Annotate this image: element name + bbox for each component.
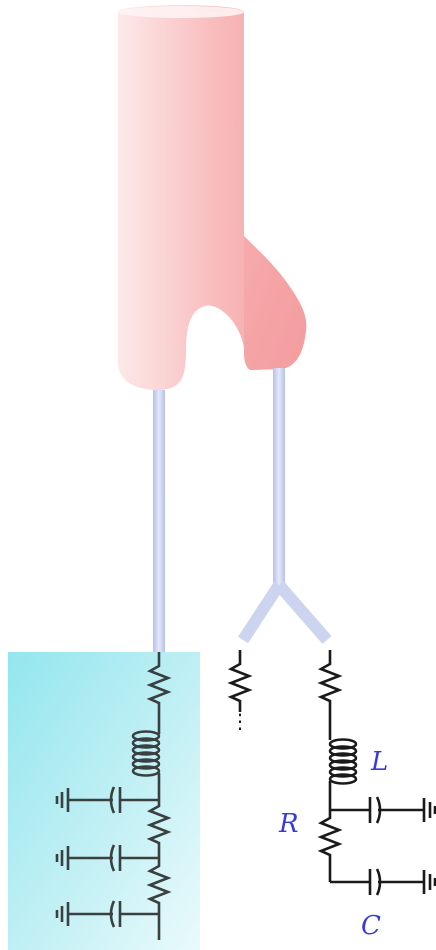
right-capacitor-C: [330, 868, 424, 896]
right-tube-fork-left: [237, 581, 285, 644]
left-inductor: [131, 712, 161, 800]
left-resistor-3: [146, 858, 172, 914]
vessel: [118, 5, 307, 390]
right-resistor-R: [317, 810, 343, 882]
right-tube-fork-right: [274, 581, 332, 644]
right-ground-2: [422, 870, 436, 894]
inductor-label: L: [370, 747, 388, 777]
middle-continuation-dots: ⋮: [230, 709, 250, 733]
left-tube: [153, 390, 165, 652]
right-resistor-top: [317, 650, 343, 740]
vessel-opening: [118, 6, 244, 18]
left-resistor-1: [146, 652, 172, 712]
middle-circuit: [227, 650, 253, 712]
right-ground-1: [422, 798, 436, 822]
right-capacitor-1: [330, 796, 424, 824]
left-capacitor-1: [68, 786, 159, 814]
right-tube: [273, 368, 285, 588]
left-capacitor-2: [68, 844, 159, 872]
right-circuit: [317, 650, 436, 896]
resistor-label: R: [278, 809, 299, 839]
left-capacitor-3: [68, 900, 159, 928]
left-circuit: [55, 652, 172, 940]
left-resistor-2: [146, 800, 172, 858]
left-ground-2: [55, 846, 70, 870]
capacitor-label: C: [361, 911, 381, 941]
connecting-tubes: [153, 368, 332, 652]
left-ground-3: [55, 902, 70, 926]
right-inductor: [328, 738, 358, 810]
left-ground-1: [55, 788, 70, 812]
middle-resistor: [227, 650, 253, 712]
vessel-branch: [244, 236, 307, 370]
